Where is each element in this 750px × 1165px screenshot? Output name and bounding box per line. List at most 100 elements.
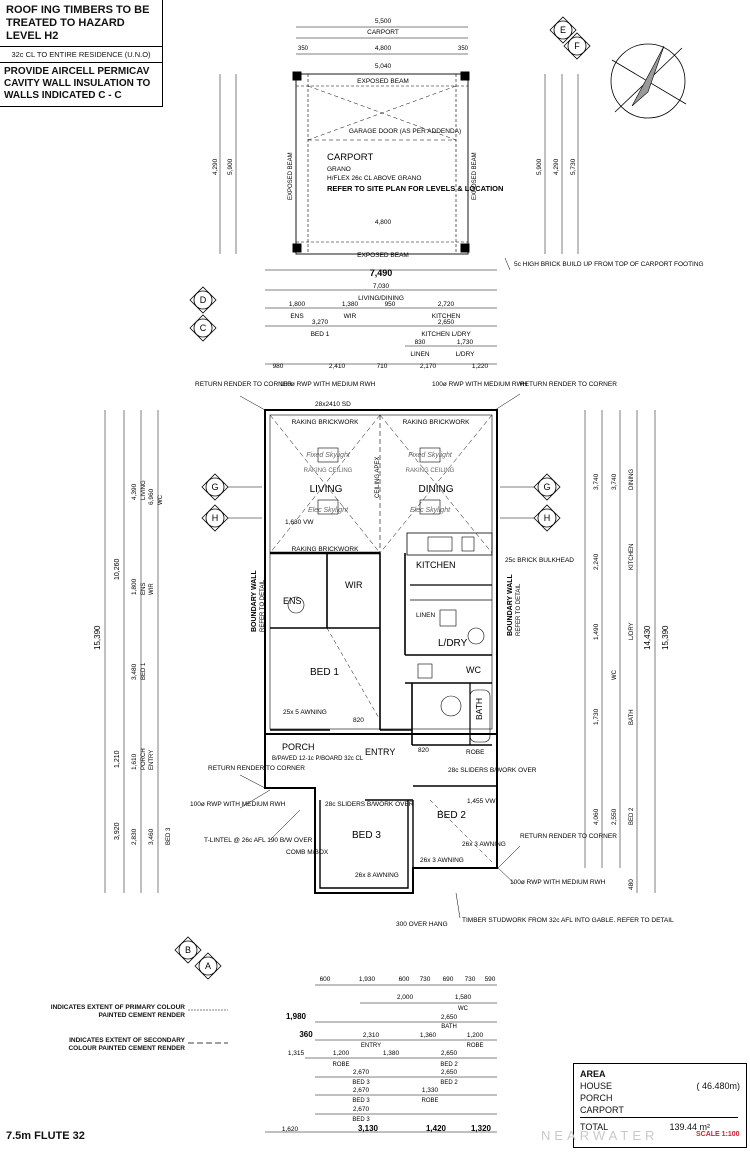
bottom-dim-2650b: 2,650 xyxy=(441,1050,458,1057)
rwp-note-right: 100ø RWP WITH MEDIUM RWH xyxy=(510,879,606,886)
top-dim-980: 980 xyxy=(273,363,284,370)
legend-secondary: INDICATES EXTENT OF SECONDARY COLOUR PAI… xyxy=(68,1037,185,1052)
left-dim-3920: 3,920 xyxy=(114,822,121,840)
rwp-note-left: 100ø RWP WITH MEDIUM RWH xyxy=(190,801,286,808)
room-wc: WC xyxy=(466,665,481,675)
top-dim-950: 950 xyxy=(385,301,396,308)
bottom-dim-730: 730 xyxy=(420,976,431,983)
marker-H-left-label: H xyxy=(212,513,219,523)
bottom-dim-1980: 1,980 xyxy=(286,1012,307,1021)
left-dim-1210: 1,210 xyxy=(114,750,121,768)
bulkhead-note: 25c BRICK BULKHEAD xyxy=(505,557,574,564)
insulation-note: PROVIDE AIRCELL PERMICAV CAVITY WALL INS… xyxy=(4,66,151,101)
right-dim-480: 480 xyxy=(628,879,635,890)
marker-E-label: E xyxy=(560,25,566,35)
bottom-dim-2650c: 2,650 xyxy=(441,1069,458,1076)
rwp-note-topright: 100ø RWP WITH MEDIUM RWH xyxy=(432,381,528,388)
marker-H-right-label: H xyxy=(544,513,551,523)
marker-A-label: A xyxy=(205,961,211,971)
area-total: TOTAL xyxy=(580,1122,609,1132)
left-dim-10260: 10,260 xyxy=(114,558,121,580)
carport-finish1: GRANO xyxy=(327,166,351,173)
return-render-right: RETURN RENDER TO CORNER xyxy=(520,833,617,840)
carport-depth-left: 5,900 xyxy=(227,158,234,175)
living-window: 1,630 VW xyxy=(285,519,314,526)
bottom-dim-2670c: 2,670 xyxy=(353,1106,370,1113)
top-label-bed1: BED 1 xyxy=(311,331,330,338)
carport-depth-left2: 4,290 xyxy=(212,158,219,175)
left-label-wir: WIR xyxy=(149,583,155,595)
top-dim-1730: 1,730 xyxy=(457,339,474,346)
return-render-left: RETURN RENDER TO CORNER xyxy=(208,765,305,772)
bottom-dim-690: 690 xyxy=(443,976,454,983)
carport-dim-inner: 4,800 xyxy=(375,45,392,52)
top-label-ldry: L/DRY xyxy=(455,351,475,358)
right-label-bed2: BED 2 xyxy=(629,807,635,825)
bottom-dim-1580: 1,580 xyxy=(455,994,472,1001)
area-title: AREA xyxy=(580,1069,606,1079)
sliding-door-size: 28x2410 SD xyxy=(315,401,351,408)
room-bed2: BED 2 xyxy=(437,810,466,821)
area-porch: PORCH xyxy=(580,1093,613,1103)
garage-door-note: GARAGE DOOR (AS PER ADDENDA) xyxy=(349,128,461,135)
carport-dim-side-left: 350 xyxy=(298,46,309,52)
notes-box: ROOF ING TIMBERS TO BE TREATED TO HAZARD… xyxy=(0,0,163,107)
top-dim-1380: 1,380 xyxy=(342,301,359,308)
right-label-ldry: L/DRY xyxy=(629,622,635,640)
left-dim-1610: 1,610 xyxy=(131,753,138,770)
right-dim-2550: 2,550 xyxy=(611,808,618,825)
right-dim-1730: 1,730 xyxy=(593,708,600,725)
exposed-beam-left: EXPOSED BEAM xyxy=(288,152,294,200)
marker-H-right xyxy=(500,504,561,532)
bottom-dim-1930: 1,930 xyxy=(359,976,376,983)
raking-brickwork-living: RAKING BRICKWORK xyxy=(292,419,359,426)
marker-B-label: B xyxy=(185,945,191,955)
top-living-dining-label: LIVING/DINING xyxy=(358,295,404,302)
marker-C-label: C xyxy=(200,323,207,333)
top-label-kitchen: KITCHEN xyxy=(432,313,461,320)
right-dim-2240: 2,240 xyxy=(593,553,600,570)
top-dim-710: 710 xyxy=(377,363,388,370)
left-label-entry: ENTRY xyxy=(149,750,155,770)
ceiling-apex-label: CEILING APEX xyxy=(375,457,381,498)
top-dim-2650: 2,650 xyxy=(438,319,455,326)
boundary-wall-right-detail: REFER TO DETAIL xyxy=(516,583,522,636)
fixed-skylight-living: Fixed Skylight xyxy=(306,452,351,459)
area-house-value: ( 46.480m) xyxy=(696,1081,740,1091)
left-label-living: LIVING xyxy=(141,480,147,500)
bottom-dim-2000: 2,000 xyxy=(397,994,414,1001)
door-820-bed1: 820 xyxy=(353,717,364,724)
carport-dim-side-right: 350 xyxy=(458,46,469,52)
marker-D-label: D xyxy=(200,295,207,305)
tlintel-note: T-LINTEL @ 26c AFL 190 B/W OVER xyxy=(204,837,313,844)
marker-E xyxy=(549,16,577,44)
bottom-label-bath: BATH xyxy=(441,1024,457,1030)
bottom-dim-1200b: 1,200 xyxy=(333,1050,350,1057)
bottom-label-wc: WC xyxy=(458,1006,469,1012)
room-ens: ENS xyxy=(283,596,302,606)
bottom-dim-600b: 600 xyxy=(399,976,410,983)
left-dim-2830: 2,830 xyxy=(131,828,138,845)
marker-H-left xyxy=(201,504,262,532)
carport-depth-right3: 5,730 xyxy=(570,158,577,175)
carport-depth-right2: 4,290 xyxy=(553,158,560,175)
room-entry: ENTRY xyxy=(365,747,395,757)
marker-G-right-label: G xyxy=(543,482,550,492)
return-render-topright: RETURN RENDER TO CORNER xyxy=(520,381,617,388)
plan-title: 7.5m FLUTE 32 xyxy=(6,1130,85,1142)
over-hang-note: 300 OVER HANG xyxy=(396,921,448,928)
top-dim-1800: 1,800 xyxy=(289,301,306,308)
brick-build-up-note: 5c HIGH BRICK BUILD UP FROM TOP OF CARPO… xyxy=(514,261,704,268)
left-label-porch: PORCH xyxy=(141,748,147,770)
carport-beam-bottom: EXPOSED BEAM xyxy=(357,252,409,259)
bottom-dim-1360: 1,360 xyxy=(420,1032,437,1039)
bottom-label-robe3: ROBE xyxy=(421,1098,438,1104)
roof-timber-note: ROOF ING TIMBERS TO BE TREATED TO HAZARD… xyxy=(0,0,162,47)
marker-G-left xyxy=(201,473,262,501)
area-house: HOUSE xyxy=(580,1081,613,1091)
fixed-skylight-dining: Fixed Skylight xyxy=(408,452,453,459)
carport-depth-right1: 5,900 xyxy=(536,158,543,175)
watermark: NEARWATER xyxy=(541,1128,659,1143)
bottom-dim-2310: 2,310 xyxy=(363,1032,380,1039)
room-robe-bath: ROBE xyxy=(466,749,485,756)
